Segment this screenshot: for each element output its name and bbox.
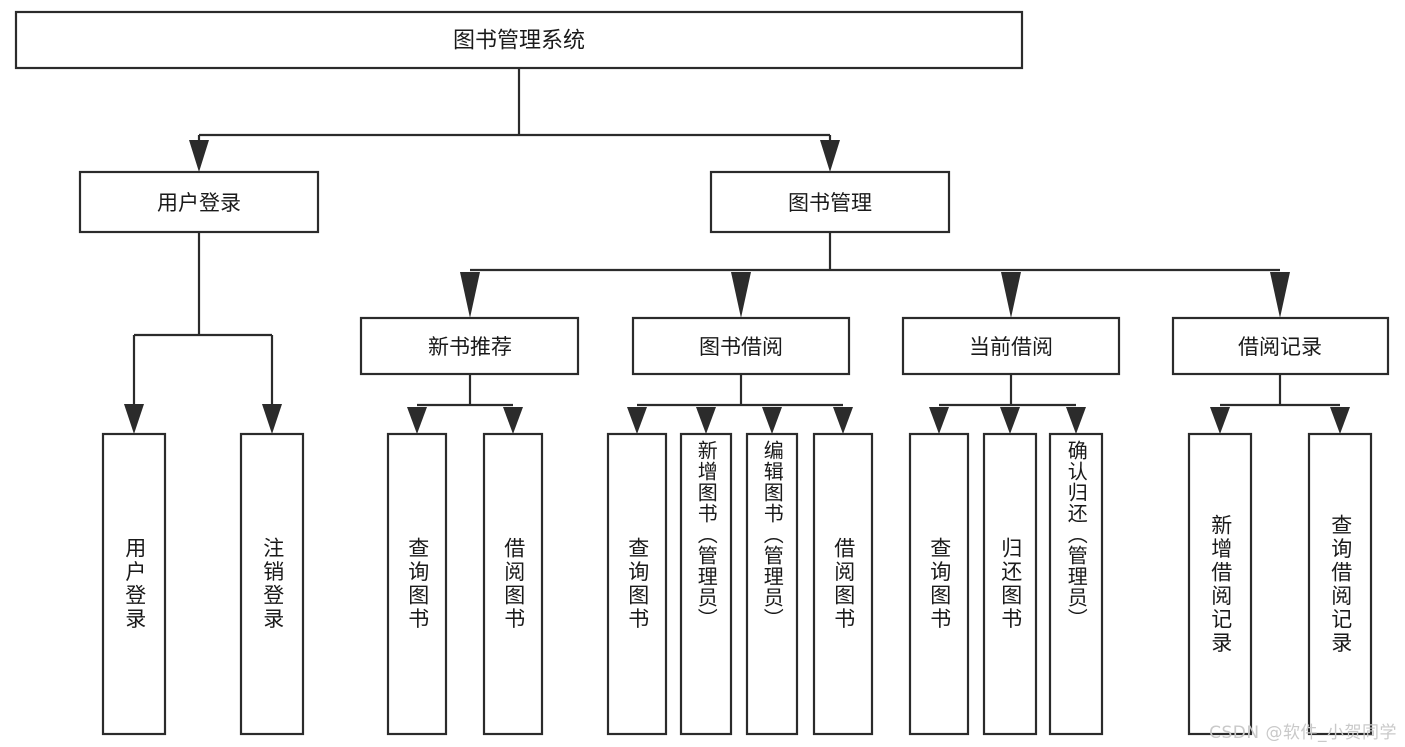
node-book-management-box[interactable]	[709, 170, 951, 234]
arrow-head-currentborrow-return	[1000, 407, 1020, 434]
node-user-login-label: 用户登录	[157, 191, 241, 215]
leaf-box-borrow-book[interactable]	[812, 432, 874, 736]
edge-group-new-book	[407, 374, 523, 434]
node-current-borrow-label: 当前借阅	[969, 335, 1053, 359]
leaf-box-user-login[interactable]	[101, 432, 167, 736]
node-current-borrow-box[interactable]	[901, 316, 1121, 376]
node-root-system-box[interactable]	[14, 10, 1024, 70]
node-root-system-label: 图书管理系统	[453, 29, 585, 54]
node-borrow-record[interactable]: 借阅记录	[1171, 316, 1390, 376]
leaf-box-add-borrow-record[interactable]	[1187, 432, 1253, 736]
edge-group-book-mgmt	[460, 232, 1290, 318]
leaf-box-edit-book-admin[interactable]	[745, 432, 799, 736]
node-user-login-box[interactable]	[78, 170, 320, 234]
arrow-head-user-login	[189, 140, 209, 172]
leaf-box-confirm-return-admin[interactable]	[1048, 432, 1104, 736]
node-current-borrow[interactable]: 当前借阅	[901, 316, 1121, 376]
leaf-box-add-book-admin[interactable]	[679, 432, 733, 736]
node-root-system[interactable]: 图书管理系统	[14, 10, 1024, 70]
arrow-head-current-borrow	[1001, 272, 1021, 318]
arrow-head-borrowrecord-add	[1210, 407, 1230, 434]
leaf-box-borrow-book-recommend[interactable]	[482, 432, 544, 736]
node-new-book-recommend[interactable]: 新书推荐	[359, 316, 580, 376]
node-book-management[interactable]: 图书管理	[709, 170, 951, 234]
arrow-head-book-borrow	[731, 272, 751, 318]
arrow-head-leaf-user-login	[124, 404, 144, 434]
node-borrow-record-box[interactable]	[1171, 316, 1390, 376]
node-new-book-recommend-box[interactable]	[359, 316, 580, 376]
arrow-head-currentborrow-query	[929, 407, 949, 434]
leaf-box-query-book-borrow[interactable]	[606, 432, 668, 736]
arrow-head-bookborrow-borrow	[833, 407, 853, 434]
node-book-management-label: 图书管理	[788, 191, 872, 215]
arrow-head-new-book	[460, 272, 480, 318]
leaf-box-query-borrow-record[interactable]	[1307, 432, 1373, 736]
arrow-head-newbook-borrow	[503, 407, 523, 434]
arrow-head-bookborrow-edit	[762, 407, 782, 434]
node-user-login[interactable]: 用户登录	[78, 170, 320, 234]
node-book-borrow[interactable]: 图书借阅	[631, 316, 851, 376]
arrow-head-currentborrow-confirm	[1066, 407, 1086, 434]
edge-group-root	[189, 68, 840, 172]
node-book-borrow-label: 图书借阅	[699, 335, 783, 359]
edge-group-current-borrow	[929, 374, 1086, 434]
arrow-head-leaf-logout	[262, 404, 282, 434]
edge-group-book-borrow	[627, 374, 853, 434]
leaf-box-query-book-current[interactable]	[908, 432, 970, 736]
node-new-book-recommend-label: 新书推荐	[428, 335, 512, 359]
arrow-head-bookborrow-query	[627, 407, 647, 434]
node-borrow-record-label: 借阅记录	[1238, 335, 1322, 359]
leaf-box-return-book[interactable]	[982, 432, 1038, 736]
edge-group-borrow-record	[1210, 374, 1350, 434]
arrow-head-borrow-record	[1270, 272, 1290, 318]
arrow-head-borrowrecord-query	[1330, 407, 1350, 434]
arrow-head-book-mgmt	[820, 140, 840, 172]
leaf-box-query-book-recommend[interactable]	[386, 432, 448, 736]
leaf-box-logout[interactable]	[239, 432, 305, 736]
edge-group-user-login	[124, 232, 282, 434]
node-book-borrow-box[interactable]	[631, 316, 851, 376]
arrow-head-bookborrow-add	[696, 407, 716, 434]
arrow-head-newbook-query	[407, 407, 427, 434]
